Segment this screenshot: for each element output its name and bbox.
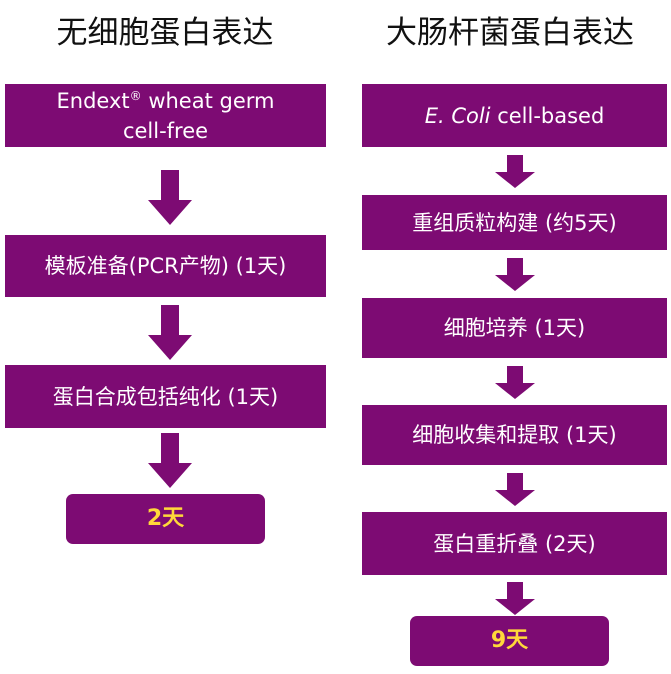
right-step-ecoli: E. Coli cell-based bbox=[362, 84, 667, 147]
arrow-down-icon bbox=[495, 155, 535, 188]
right-step-refold: 蛋白重折叠 (2天) bbox=[362, 512, 667, 575]
arrow-down-icon bbox=[495, 366, 535, 399]
left-step-template-prep: 模板准备(PCR产物) (1天) bbox=[5, 235, 326, 297]
arrow-down-icon bbox=[495, 582, 535, 615]
left-result-total: 2天 bbox=[66, 494, 265, 544]
arrow-down-icon bbox=[148, 170, 192, 225]
right-step-ecoli-line: E. Coli cell-based bbox=[425, 101, 605, 131]
right-column-title: 大肠杆菌蛋白表达 bbox=[386, 15, 634, 51]
left-step-wheat-germ-line2: cell-free bbox=[122, 118, 209, 143]
endext-label: Endext bbox=[56, 88, 130, 113]
arrow-down-icon bbox=[495, 258, 535, 291]
left-step-synthesis: 蛋白合成包括纯化 (1天) bbox=[5, 365, 326, 428]
arrow-down-icon bbox=[148, 305, 192, 360]
wheat-germ-label: wheat germ bbox=[141, 88, 275, 113]
right-step-culture: 细胞培养 (1天) bbox=[362, 298, 667, 358]
left-step-wheat-germ-line1: Endext® wheat germ bbox=[57, 86, 275, 116]
right-step-plasmid: 重组质粒构建 (约5天) bbox=[362, 195, 667, 250]
left-column-title: 无细胞蛋白表达 bbox=[56, 15, 274, 51]
registered-mark: ® bbox=[129, 88, 142, 103]
right-step-harvest: 细胞收集和提取 (1天) bbox=[362, 405, 667, 465]
cell-based-label: cell-based bbox=[490, 103, 605, 128]
arrow-down-icon bbox=[495, 473, 535, 506]
left-step-wheat-germ: Endext® wheat germ cell-free bbox=[5, 84, 326, 147]
arrow-down-icon bbox=[148, 433, 192, 488]
right-result-total: 9天 bbox=[410, 616, 609, 666]
ecoli-label: E. Coli bbox=[424, 103, 491, 128]
